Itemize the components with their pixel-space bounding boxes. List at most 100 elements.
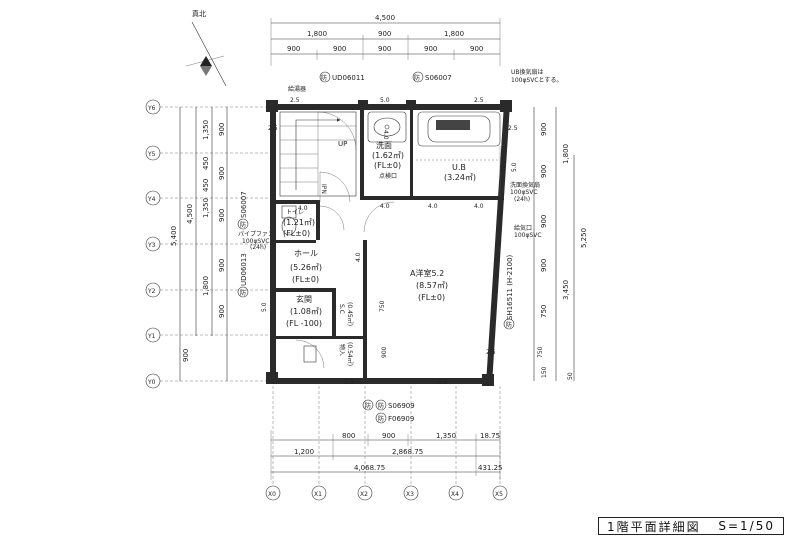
dim-left-col3: 900 xyxy=(182,349,190,362)
dim-right-col1: 900 xyxy=(540,215,548,228)
note-wash-vent: (24h) xyxy=(514,196,530,203)
room-entrance-fl: (FL -100) xyxy=(286,319,322,328)
room-hall: ホール xyxy=(294,249,318,258)
wall-value: 4.0 xyxy=(474,203,484,210)
dim-top-row1: 1,800 xyxy=(307,30,327,38)
dim-left-col2: 450 xyxy=(202,157,210,170)
toilet xyxy=(281,205,297,236)
axis-x: X1 xyxy=(314,491,322,498)
dim-right-col1: 900 xyxy=(540,259,548,272)
room-western-fl: (FL±0) xyxy=(418,293,445,302)
x-axis-markers: X0 X1 X2 X3 X4 X5 xyxy=(265,386,508,501)
bou-mark: 防 xyxy=(321,74,327,82)
dim-bottom-row1: 900 xyxy=(382,432,395,440)
dim-left-col2: 1,350 xyxy=(202,198,210,218)
drawing-scale: S=1/50 xyxy=(718,519,775,533)
wall-value: 750 xyxy=(537,346,544,358)
dim-top-row1: 1,800 xyxy=(444,30,464,38)
note-ub-vent: 100φSVCとする。 xyxy=(511,77,562,84)
wall-value: 4.0 xyxy=(380,203,390,210)
bou-mark: 防 xyxy=(506,321,512,329)
fixture-ud06011: UD06011 xyxy=(332,74,365,82)
note-pipe-fan: パイプファン xyxy=(238,231,274,238)
dim-left-col2: 1,800 xyxy=(202,276,210,296)
wall-value: 2.5 xyxy=(486,349,496,356)
bou-mark: 防 xyxy=(240,221,246,229)
dim-bottom-row1: 800 xyxy=(342,432,355,440)
drawing-title: 1階平面詳細図 xyxy=(607,519,701,534)
room-western-area: (8.57㎡) xyxy=(416,281,448,290)
note-pipe-fan: 100φSVC xyxy=(242,238,270,245)
axis-y: Y1 xyxy=(147,333,156,340)
bou-mark: 防 xyxy=(378,415,384,423)
dim-bottom-row3: 4,068.75 xyxy=(354,464,385,472)
north-label: 真北 xyxy=(192,9,206,18)
wall-value: 4.0 xyxy=(298,205,308,212)
axis-y: Y3 xyxy=(147,242,156,249)
wall-value: 5.0 xyxy=(380,97,390,104)
axis-y: Y5 xyxy=(147,151,156,158)
left-dimensions: 5,400 4,500 1,350 450 450 1,350 1,800 90… xyxy=(170,107,228,381)
dim-bottom-row2: 1,200 xyxy=(294,448,314,456)
fixture-s06007-left: S06007 xyxy=(240,191,248,218)
bou-mark: 防 xyxy=(378,402,384,410)
wall-value: 2.5 xyxy=(290,97,300,104)
room-wash-fl: (FL±0) xyxy=(374,161,401,170)
wall-value: 900 xyxy=(381,346,388,358)
room-toilet-fl: (FL±0) xyxy=(283,229,310,238)
note-wash-vent: 100φSVC xyxy=(510,189,538,196)
axis-y: Y0 xyxy=(147,379,156,386)
dim-top-row2: 900 xyxy=(470,45,483,53)
top-fixture-labels: 防 UD06011 防 S06007 UB換気扇は 100φSVCとする。 給湯… xyxy=(288,68,562,93)
room-entrance: 玄関 xyxy=(296,294,312,304)
y-axis-markers: Y6 Y5 Y4 Y3 Y2 Y1 Y0 xyxy=(145,99,270,389)
axis-y: Y6 xyxy=(147,105,156,112)
room-wash-area: (1.62㎡) xyxy=(372,151,404,160)
wall-value: 2.5 xyxy=(268,125,278,132)
north-arrow-icon xyxy=(200,56,212,66)
dim-top-row1: 900 xyxy=(378,30,391,38)
room-storage-area: (0.54㎡) xyxy=(346,342,354,366)
dim-left-col3: 900 xyxy=(218,305,226,318)
dim-bottom-row3: 431.25 xyxy=(478,464,503,472)
wall-value: 2.5 xyxy=(474,97,484,104)
room-toilet: トイレ xyxy=(286,209,304,216)
axis-x: X4 xyxy=(451,491,459,498)
room-western: A洋室5.2 xyxy=(410,268,444,278)
dim-right-col1: 150 xyxy=(541,366,548,378)
drawing-title-block: 1階平面詳細図 S=1/50 xyxy=(598,517,784,535)
room-sc: S.C xyxy=(338,304,345,314)
wall-values: 2.5 5.0 2.5 2.5 4.0 4.0 4.0 4.0 4.0 4.0 … xyxy=(261,97,544,386)
dim-top-row2: 900 xyxy=(333,45,346,53)
bou-mark: 防 xyxy=(240,289,246,297)
dim-bottom-row1: 1,350 xyxy=(436,432,456,440)
fixture-s06909: S06909 xyxy=(388,402,415,410)
dim-left-col3: 900 xyxy=(218,167,226,180)
dim-left-col3: 900 xyxy=(218,209,226,222)
bathtub xyxy=(416,111,501,196)
axis-x: X3 xyxy=(406,491,414,498)
room-labels: 洗面 (1.62㎡) (FL±0) U.B (3.24㎡) 点検口 トイレ (1… xyxy=(283,140,476,366)
dim-bottom-row1: 18.75 xyxy=(480,432,500,440)
dim-right-col1: 900 xyxy=(540,123,548,136)
fixture-ud06013: UD06013 xyxy=(240,253,248,286)
fixture-f06909: F06909 xyxy=(388,415,414,423)
dim-bottom-row2: 2,868.75 xyxy=(392,448,423,456)
wall-value: 2.5 xyxy=(508,125,518,132)
room-dressing-label: 点検口 xyxy=(379,172,397,180)
dim-right-col1: 750 xyxy=(540,305,548,318)
fixture-s06007-top: S06007 xyxy=(425,74,452,82)
room-storage: 物入 xyxy=(338,344,346,356)
note-ub-vent: UB換気扇は xyxy=(511,68,544,76)
dim-top-row2: 900 xyxy=(287,45,300,53)
axis-x: X5 xyxy=(495,491,503,498)
room-ipn: IPN xyxy=(320,184,327,194)
note-pipe-fan: (24h) xyxy=(250,244,266,251)
axis-y: Y4 xyxy=(147,196,156,203)
wall-value: 4.0 xyxy=(355,252,362,262)
axis-x: X2 xyxy=(360,491,368,498)
dim-top-total: 4,500 xyxy=(375,14,395,22)
right-annotations: 洗面換気扇 100φSVC (24h) 給気口 100φSVC 防 SH1651… xyxy=(503,107,588,381)
balcony-label: 給湯器 xyxy=(288,85,306,93)
dim-left-sub: 4,500 xyxy=(186,204,194,224)
